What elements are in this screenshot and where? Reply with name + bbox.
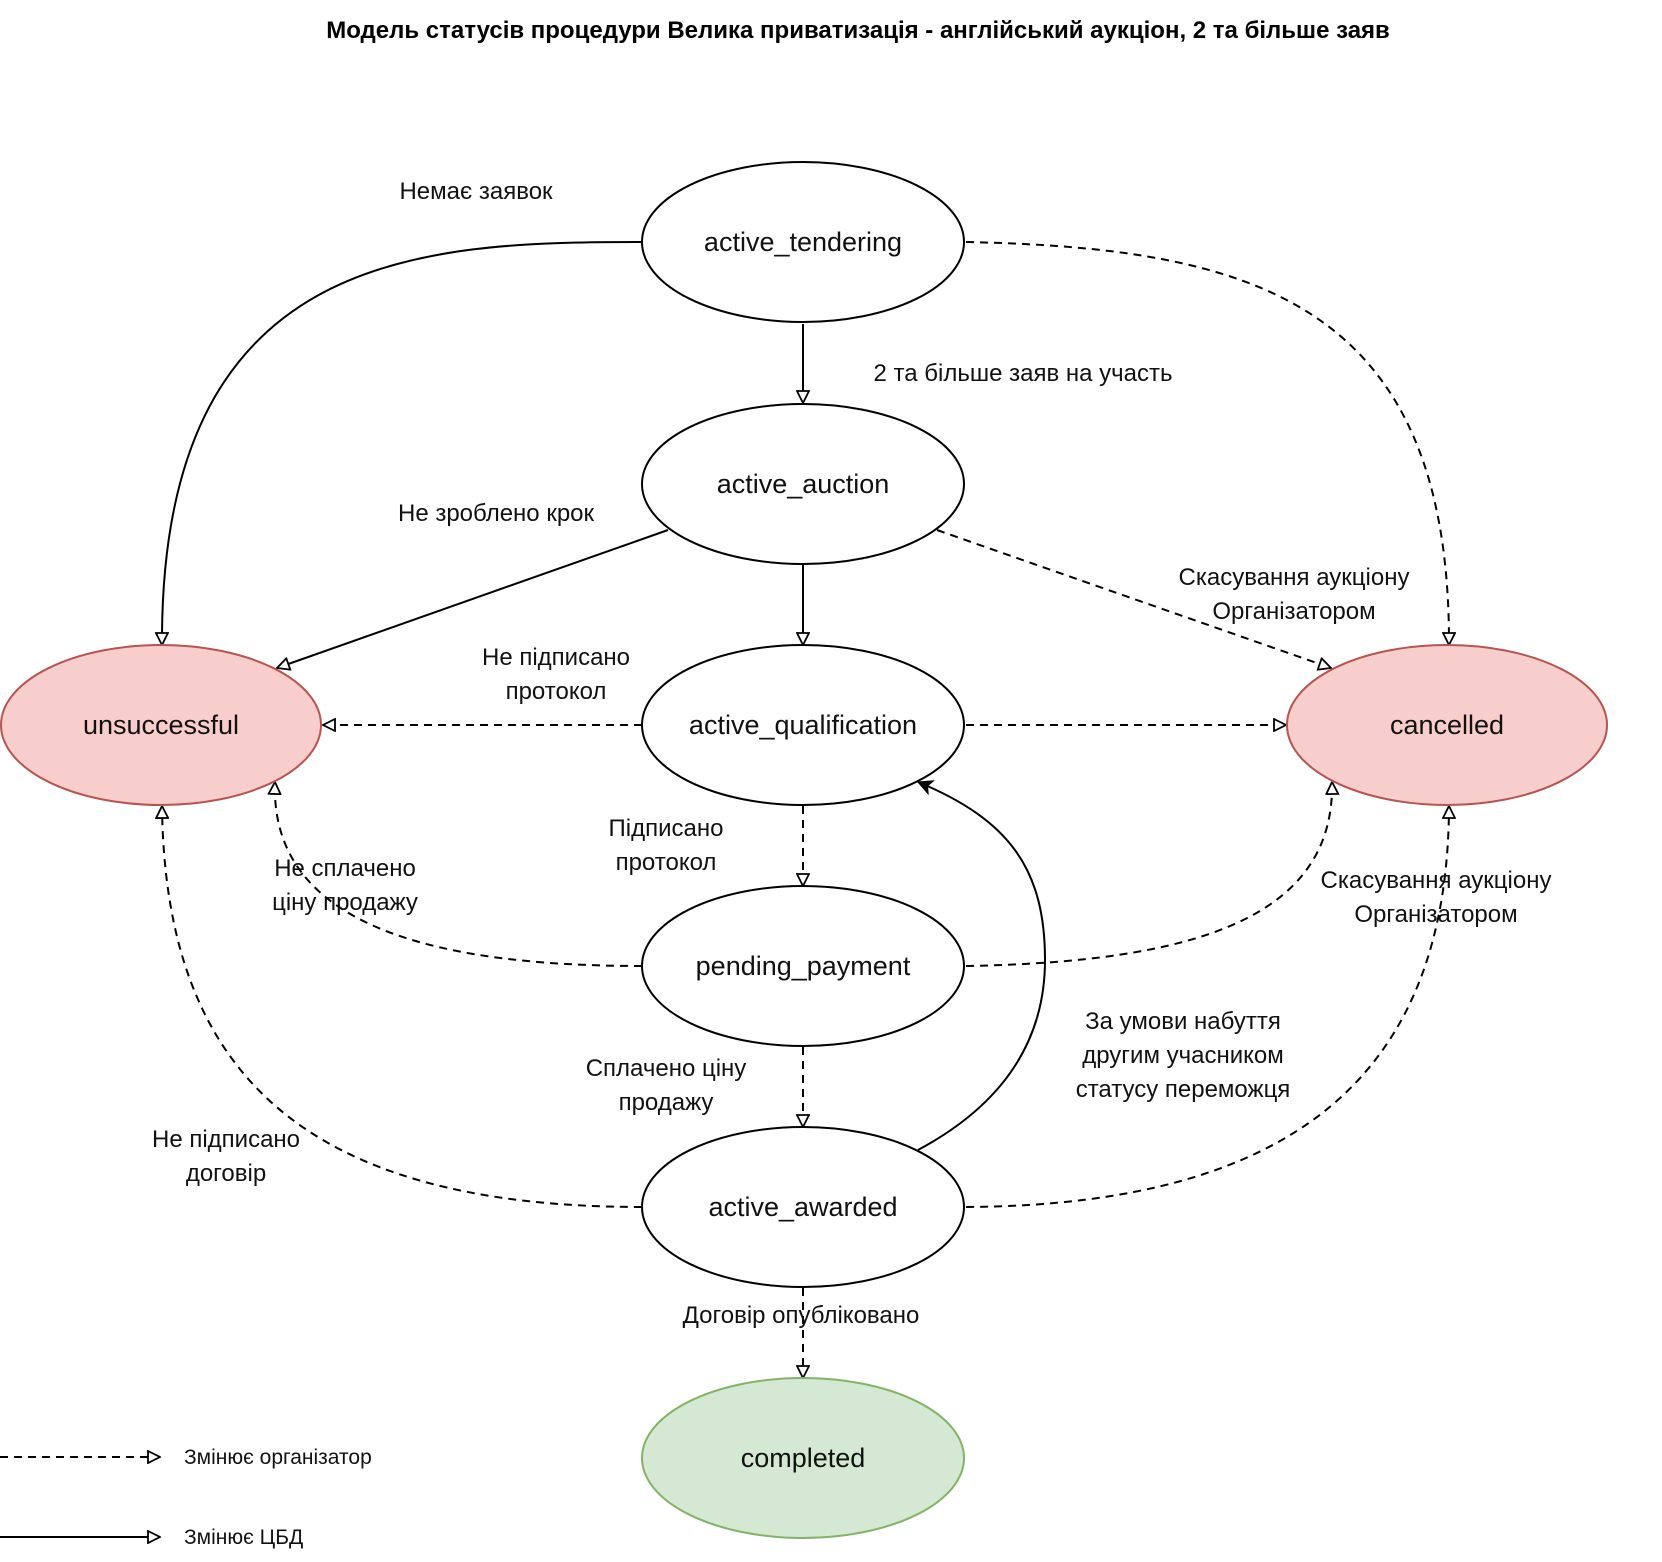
edge-labels: Немає заявок 2 та більше заяв на участь …: [152, 178, 1552, 1329]
label-protocol-signed-line2: протокол: [616, 849, 717, 876]
edges: [162, 241, 1449, 1378]
label-no-bids: Немає заявок: [399, 178, 553, 205]
node-active-qualification[interactable]: active_qualification: [641, 644, 965, 806]
label-contract-not-signed-line1: Не підписано: [152, 1126, 300, 1153]
label-two-or-more: 2 та більше заяв на участь: [874, 360, 1173, 387]
node-label: pending_payment: [696, 951, 911, 981]
node-label: active_tendering: [704, 227, 902, 257]
node-label: active_qualification: [689, 710, 917, 740]
diagram-title: Модель статусів процедури Велика привати…: [326, 17, 1390, 44]
label-protocol-signed-line1: Підписано: [609, 815, 724, 842]
label-second-winner-line3: статусу переможця: [1076, 1076, 1291, 1103]
node-cancelled[interactable]: cancelled: [1286, 644, 1608, 806]
legend: Змінює організатор Змінює ЦБД: [0, 1446, 372, 1549]
label-cancel-bottom-line2: Організатором: [1354, 901, 1517, 928]
edge-awarded-to-qualification: [918, 782, 1047, 1151]
label-not-paid-line2: ціну продажу: [272, 889, 418, 916]
node-active-awarded[interactable]: active_awarded: [641, 1126, 965, 1288]
edge-tendering-to-unsuccessful: [162, 241, 643, 645]
node-label: completed: [741, 1443, 866, 1473]
label-cancel-bottom-line1: Скасування аукціону: [1321, 867, 1552, 894]
label-second-winner-line1: За умови набуття: [1085, 1008, 1281, 1035]
node-unsuccessful[interactable]: unsuccessful: [0, 644, 322, 806]
label-protocol-not-signed-line2: протокол: [506, 678, 607, 705]
node-label: unsuccessful: [83, 710, 239, 740]
label-paid-line1: Сплачено ціну: [586, 1055, 747, 1082]
label-not-paid-line1: Не сплачено: [274, 855, 416, 882]
edge-awarded-to-cancelled: [965, 806, 1449, 1208]
node-active-tendering[interactable]: active_tendering: [641, 161, 965, 323]
node-label: cancelled: [1390, 710, 1504, 740]
node-pending-payment[interactable]: pending_payment: [641, 885, 965, 1047]
edge-payment-to-cancelled: [965, 782, 1332, 967]
label-contract-not-signed-line2: договір: [186, 1160, 266, 1187]
label-cancel-top-line2: Організатором: [1212, 598, 1375, 625]
node-label: active_awarded: [708, 1192, 897, 1222]
node-completed[interactable]: completed: [641, 1377, 965, 1539]
label-protocol-not-signed-line1: Не підписано: [482, 644, 630, 671]
label-no-step: Не зроблено крок: [398, 500, 595, 527]
legend-cbd-label: Змінює ЦБД: [184, 1526, 303, 1549]
node-active-auction[interactable]: active_auction: [641, 403, 965, 565]
edge-payment-to-unsuccessful: [275, 782, 643, 967]
node-label: active_auction: [717, 469, 890, 499]
label-contract-published: Договір опубліковано: [683, 1302, 920, 1329]
label-paid-line2: продажу: [619, 1089, 714, 1116]
label-cancel-top-line1: Скасування аукціону: [1179, 564, 1410, 591]
legend-organizer-label: Змінює організатор: [184, 1446, 372, 1469]
edge-auction-to-unsuccessful: [277, 529, 669, 668]
label-second-winner-line2: другим учасником: [1082, 1042, 1284, 1069]
edge-tendering-to-cancelled: [965, 241, 1449, 645]
